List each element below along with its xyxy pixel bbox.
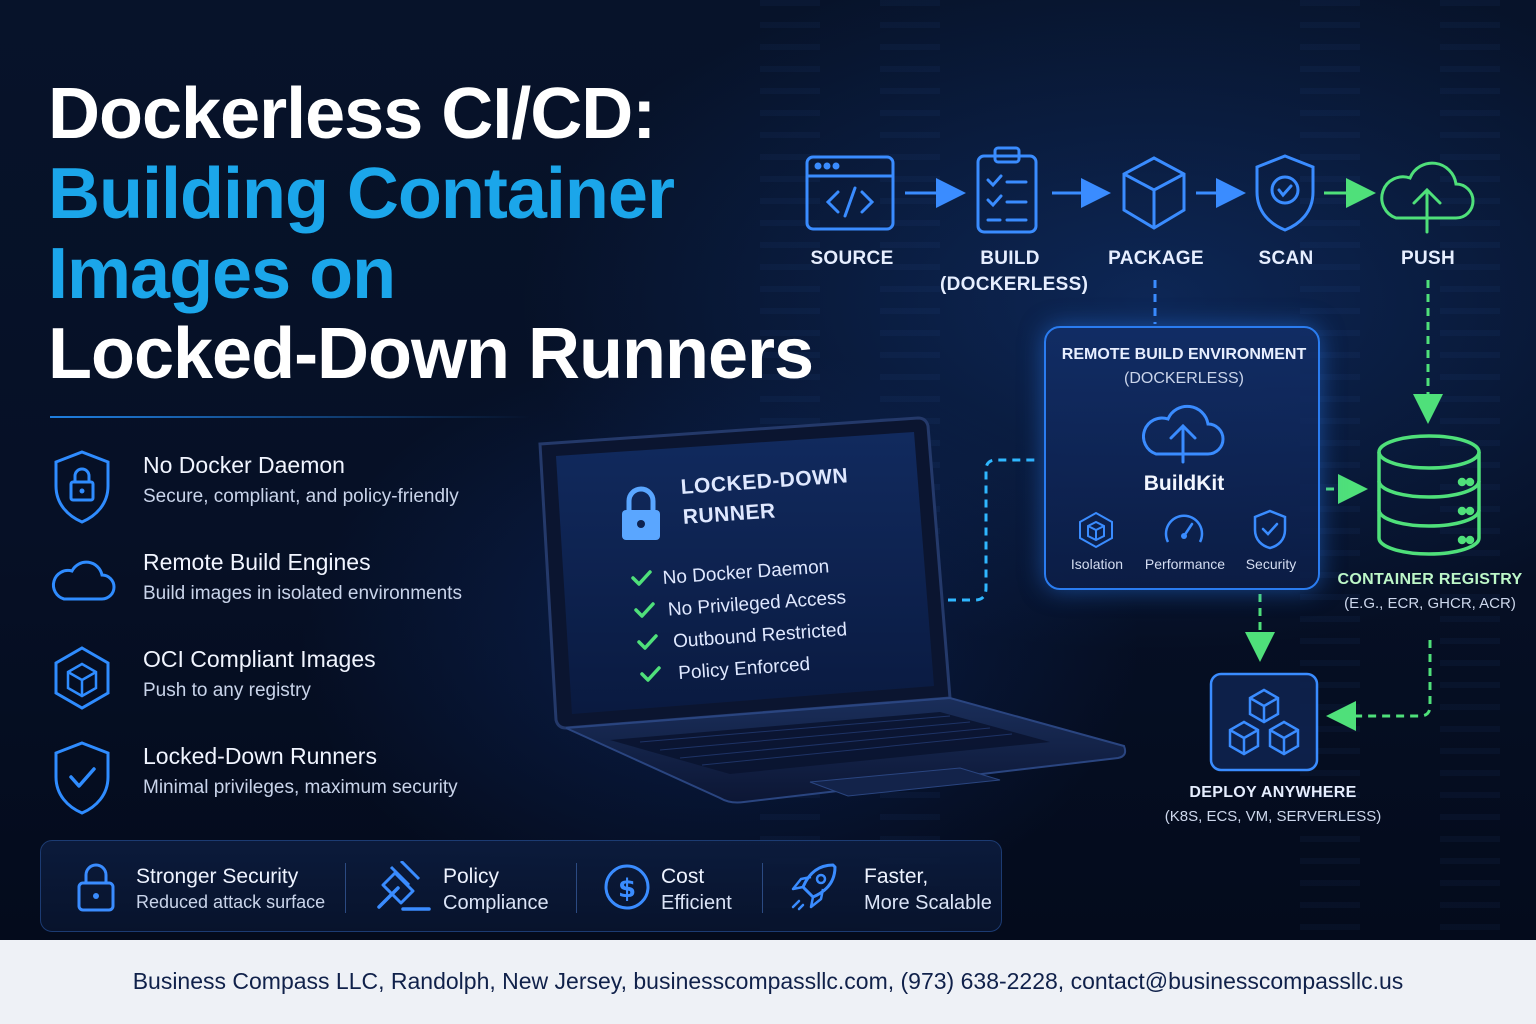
clipboard-checklist-icon: [976, 146, 1038, 234]
dollar-coin-icon: $: [604, 864, 650, 910]
rbe-feature-performance: Performance: [1144, 556, 1226, 572]
stage-label-push: PUSH: [1401, 248, 1455, 269]
stage-label-build-sub: (DOCKERLESS): [940, 274, 1089, 295]
rbe-feature-security: Security: [1245, 556, 1297, 572]
gavel-icon: [377, 861, 431, 911]
deploy-title: DEPLOY ANYWHERE: [1189, 784, 1357, 801]
check-shield-icon: [54, 741, 110, 815]
footer-contact: Business Compass LLC, Randolph, New Jers…: [132, 968, 1404, 994]
padlock-icon: [77, 863, 115, 912]
cloud-icon: [51, 560, 116, 601]
benefit-scalable: Faster, More Scalable: [767, 841, 1003, 933]
footer-bar: Business Compass LLC, Randolph, New Jers…: [0, 940, 1536, 1024]
page-title: Dockerless CI/CD: Building Container Ima…: [48, 74, 814, 398]
deploy-cubes-icon: [1209, 672, 1319, 772]
feature-heading: Remote Build Engines: [143, 549, 371, 575]
rocket-icon: [791, 863, 837, 911]
rbe-title: REMOTE BUILD ENVIRONMENT: [1061, 346, 1307, 363]
stage-label-build: BUILD: [980, 248, 1040, 269]
feature-no-docker-daemon: No Docker Daemon Secure, compliant, and …: [46, 450, 566, 532]
benefit-cost: $ Cost Efficient: [581, 841, 761, 933]
feature-sub: Push to any registry: [143, 680, 311, 701]
laptop-illustration: [538, 416, 1127, 804]
database-icon: [1377, 434, 1481, 556]
stage-label-scan: SCAN: [1258, 248, 1314, 269]
rbe-feature-isolation: Isolation: [1070, 556, 1124, 572]
benefits-bar: Stronger Security Reduced attack surface…: [40, 840, 1002, 932]
title-line-1: Dockerless CI/CD:: [48, 74, 656, 154]
performance-gauge-icon: [1164, 514, 1204, 543]
benefit-divider: [576, 863, 577, 913]
registry-sub: (E.G., ECR, GHCR, ACR): [1344, 595, 1516, 612]
benefit-divider: [345, 863, 346, 913]
registry-title: CONTAINER REGISTRY: [1337, 571, 1523, 588]
benefit-line-2: Compliance: [443, 892, 549, 914]
title-line-2: Building Container: [48, 154, 675, 234]
benefit-line-1: Policy: [443, 865, 500, 888]
benefit-line-1: Cost: [661, 865, 705, 888]
scan-shield-icon: [1255, 154, 1315, 232]
cube-hexagon-icon: [54, 646, 110, 710]
package-cube-icon: [1122, 156, 1186, 230]
isolation-cube-icon: [1079, 511, 1113, 549]
title-line-4: Locked-Down Runners: [48, 314, 814, 394]
stage-label-package: PACKAGE: [1108, 248, 1204, 269]
benefit-line-1: Faster,: [864, 865, 929, 888]
feature-remote-build: Remote Build Engines Build images in iso…: [46, 549, 566, 629]
remote-build-environment: REMOTE BUILD ENVIRONMENT (DOCKERLESS) Bu…: [1044, 326, 1320, 590]
feature-sub: Secure, compliant, and policy-friendly: [143, 486, 459, 507]
registry-caption: CONTAINER REGISTRY (E.G., ECR, GHCR, ACR…: [1330, 571, 1530, 612]
cloud-upload-icon: [1142, 404, 1225, 464]
bg-decor: [1440, 0, 1500, 940]
feature-sub: Minimal privileges, maximum security: [143, 777, 458, 798]
cloud-upload-icon: [1380, 161, 1475, 234]
deploy-caption: DEPLOY ANYWHERE (K8S, ECS, VM, SERVERLES…: [1150, 784, 1396, 825]
benefit-line-2: More Scalable: [864, 892, 992, 914]
feature-heading: Locked-Down Runners: [143, 743, 377, 769]
benefit-line-1: Stronger Security: [136, 865, 299, 888]
benefit-divider: [762, 863, 763, 913]
code-window-icon: [805, 155, 895, 231]
rbe-subtitle: (DOCKERLESS): [1123, 370, 1245, 387]
feature-sub: Build images in isolated environments: [143, 583, 462, 604]
title-line-3: Images on: [48, 234, 396, 314]
svg-text:$: $: [618, 874, 636, 904]
benefit-line-2: Reduced attack surface: [136, 892, 326, 912]
lock-shield-icon: [54, 450, 110, 524]
title-divider: [50, 416, 530, 418]
padlock-icon: [622, 486, 660, 540]
benefit-security: Stronger Security Reduced attack surface: [41, 841, 341, 933]
feature-heading: No Docker Daemon: [143, 452, 345, 478]
benefit-compliance: Policy Compliance: [351, 841, 576, 933]
feature-locked-down: Locked-Down Runners Minimal privileges, …: [46, 741, 566, 823]
pipeline-diagram: [805, 146, 1481, 772]
benefit-line-2: Efficient: [661, 892, 732, 914]
buildkit-label: BuildKit: [1143, 472, 1225, 495]
stage-label-source: SOURCE: [810, 248, 894, 269]
deploy-sub: (K8S, ECS, VM, SERVERLESS): [1164, 808, 1382, 825]
security-shield-icon: [1253, 509, 1287, 550]
feature-heading: OCI Compliant Images: [143, 646, 376, 672]
feature-oci-images: OCI Compliant Images Push to any registr…: [46, 646, 566, 726]
infographic-canvas: Dockerless CI/CD: Building Container Ima…: [0, 0, 1536, 940]
